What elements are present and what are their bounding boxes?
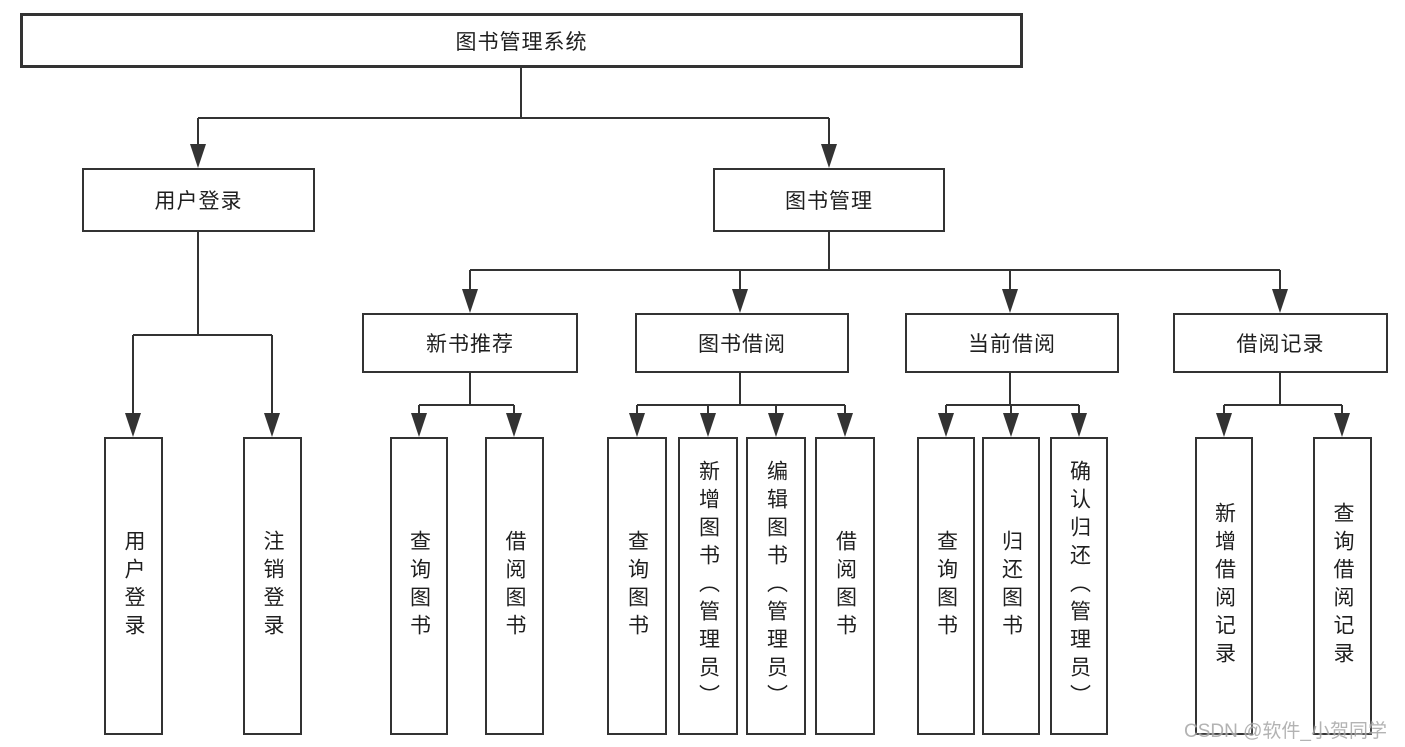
leaf-add-borrow-record: 新增借阅记录: [1195, 437, 1253, 735]
arrowhead: [1002, 289, 1018, 313]
leaf-query-books: 查询图书: [917, 437, 975, 735]
node-label: 归还图书: [999, 530, 1023, 642]
leaf-query-books: 查询图书: [390, 437, 448, 735]
node-label: 借阅图书: [503, 530, 526, 642]
node-label: 图书借阅: [698, 333, 786, 356]
node-borrow-records: 借阅记录: [1173, 313, 1388, 373]
node-new-book-recommend: 新书推荐: [362, 313, 578, 373]
connector-currentborrow-to-leaves: [945, 373, 1080, 417]
arrowhead: [411, 413, 427, 437]
arrowhead: [768, 413, 784, 437]
arrowhead: [821, 144, 837, 168]
connector-bookborrow-to-leaves: [636, 373, 846, 417]
node-book-borrow: 图书借阅: [635, 313, 849, 373]
node-label: 当前借阅: [968, 333, 1056, 356]
leaf-borrow-books: 借阅图书: [485, 437, 544, 735]
arrowhead: [462, 289, 478, 313]
node-label: 注销登录: [261, 530, 284, 642]
node-current-borrow: 当前借阅: [905, 313, 1119, 373]
arrowhead: [938, 413, 954, 437]
arrowhead: [1334, 413, 1350, 437]
connector-userlogin-to-leaves: [132, 232, 273, 417]
leaf-confirm-return-admin: 确认归还（管理员）: [1050, 437, 1108, 735]
node-label: 查询图书: [407, 530, 431, 642]
node-label: 新书推荐: [426, 333, 514, 356]
arrowhead: [732, 289, 748, 313]
node-user-login: 用户登录: [82, 168, 315, 232]
node-label: 借阅图书: [833, 530, 857, 642]
connector-records-to-leaves: [1223, 373, 1343, 417]
arrowhead: [837, 413, 853, 437]
arrowhead: [700, 413, 716, 437]
arrowhead: [125, 413, 141, 437]
node-label: 用户登录: [154, 190, 243, 213]
node-book-management: 图书管理: [713, 168, 945, 232]
node-label: 查询图书: [934, 530, 958, 642]
leaf-query-books: 查询图书: [607, 437, 667, 735]
leaf-add-books-admin: 新增图书（管理员）: [678, 437, 738, 735]
arrowheads: [125, 144, 1350, 437]
leaf-return-books: 归还图书: [982, 437, 1040, 735]
connector-newbook-to-leaves: [418, 373, 515, 417]
connector-root-to-level2: [197, 68, 830, 148]
arrowhead: [1216, 413, 1232, 437]
leaf-logout: 注销登录: [243, 437, 302, 735]
connector-bookmgmt-to-level3: [469, 232, 1281, 293]
arrowhead: [264, 413, 280, 437]
leaf-query-borrow-record: 查询借阅记录: [1313, 437, 1372, 735]
arrowhead: [629, 413, 645, 437]
node-label: 图书管理: [785, 190, 873, 213]
node-label: 确认归还（管理员）: [1067, 460, 1091, 712]
node-label: 编辑图书（管理员）: [764, 460, 788, 712]
node-label: 用户登录: [122, 530, 145, 642]
leaf-borrow-books: 借阅图书: [815, 437, 875, 735]
csdn-watermark: CSDN @软件_小贺同学: [1184, 721, 1387, 742]
arrowhead: [1003, 413, 1019, 437]
node-library-system: 图书管理系统: [20, 13, 1023, 68]
arrowhead: [190, 144, 206, 168]
arrowhead: [506, 413, 522, 437]
node-label: 查询图书: [625, 530, 649, 642]
leaf-edit-books-admin: 编辑图书（管理员）: [746, 437, 806, 735]
arrowhead: [1071, 413, 1087, 437]
node-label: 新增借阅记录: [1212, 502, 1236, 670]
node-label: 新增图书（管理员）: [696, 460, 720, 712]
node-label: 查询借阅记录: [1331, 502, 1354, 670]
node-label: 借阅记录: [1236, 333, 1325, 356]
leaf-user-login: 用户登录: [104, 437, 163, 735]
node-label: 图书管理系统: [455, 30, 588, 54]
arrowhead: [1272, 289, 1288, 313]
